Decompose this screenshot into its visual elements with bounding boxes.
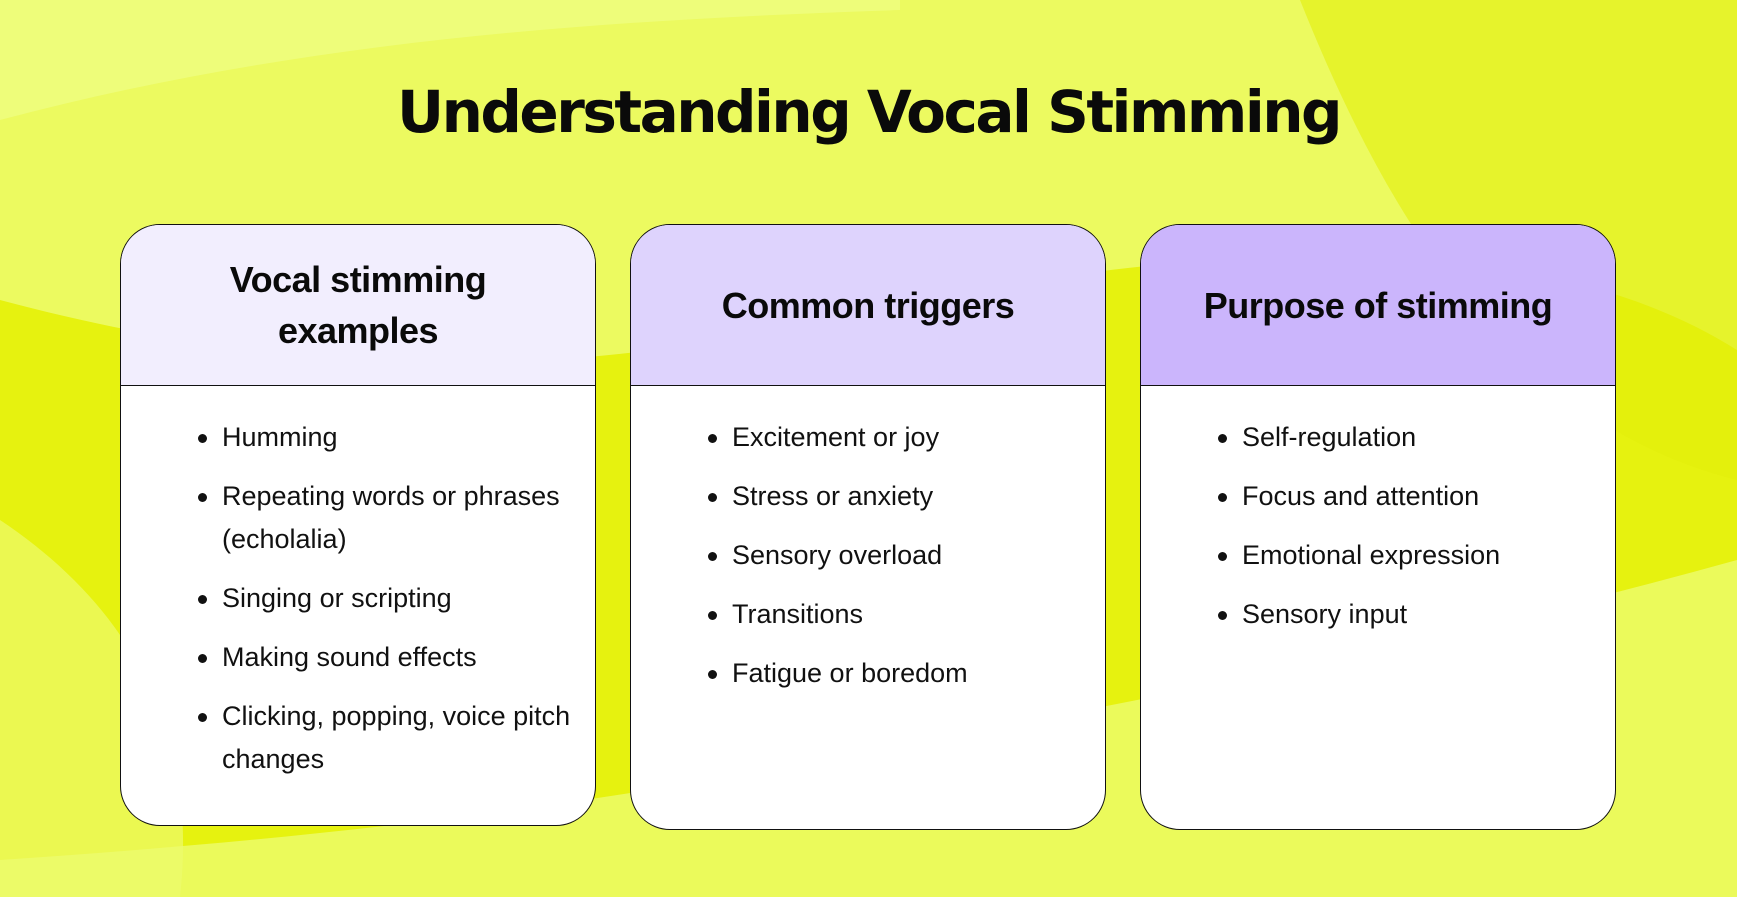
list-item: Excitement or joy (708, 416, 1085, 459)
list-item: Repeating words or phrases (echolalia) (198, 475, 575, 561)
list-item: Fatigue or boredom (708, 652, 1085, 695)
card-title: Vocal stimming examples (229, 259, 487, 351)
list-item: Clicking, popping, voice pitch changes (198, 695, 575, 781)
list-item: Making sound effects (198, 636, 575, 679)
card-title: Common triggers (721, 284, 1015, 326)
card-common-triggers: Common triggers Excitement or joy Stress… (630, 224, 1106, 830)
page-title: Understanding Vocal Stimming (396, 78, 1343, 146)
card-vocal-stimming-examples: Vocal stimming examples Humming Repeatin… (120, 224, 596, 826)
list-item: Singing or scripting (198, 577, 575, 620)
list-item: Humming (198, 416, 575, 459)
list-item: Emotional expression (1218, 534, 1595, 577)
list-item: Self-regulation (1218, 416, 1595, 459)
card-purpose-of-stimming: Purpose of stimming Self-regulation Focu… (1140, 224, 1616, 830)
list-item: Stress or anxiety (708, 475, 1085, 518)
card-list: Excitement or joy Stress or anxiety Sens… (631, 386, 1105, 695)
card-header: Purpose of stimming (1141, 225, 1615, 386)
list-item: Transitions (708, 593, 1085, 636)
list-item: Focus and attention (1218, 475, 1595, 518)
list-item: Sensory overload (708, 534, 1085, 577)
card-title: Purpose of stimming (1203, 284, 1553, 326)
card-header: Vocal stimming examples (121, 225, 595, 386)
card-list: Self-regulation Focus and attention Emot… (1141, 386, 1615, 636)
card-list: Humming Repeating words or phrases (echo… (121, 386, 595, 781)
card-header: Common triggers (631, 225, 1105, 386)
list-item: Sensory input (1218, 593, 1595, 636)
